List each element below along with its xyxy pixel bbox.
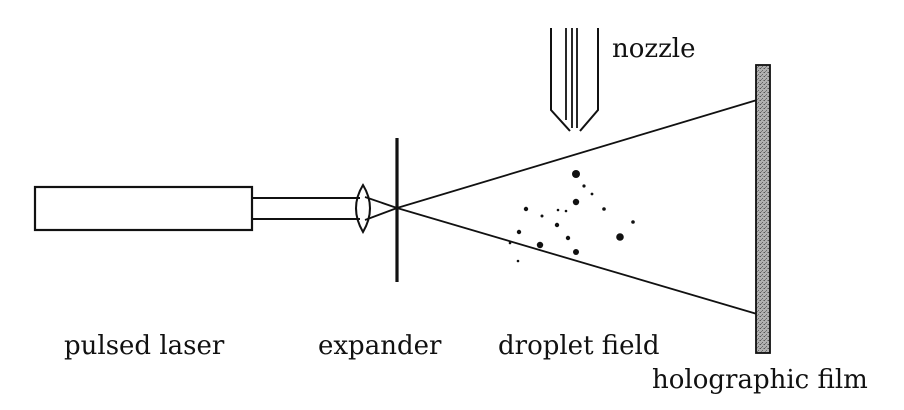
holographic-film-label: holographic film — [652, 365, 868, 395]
nozzle-label: nozzle — [612, 34, 696, 64]
laser-beam-tube — [252, 197, 360, 220]
holographic-film-plate — [755, 64, 771, 354]
pulsed-laser-body — [33, 185, 254, 232]
expander-lens — [355, 183, 371, 234]
focusing-rays — [364, 196, 398, 221]
nozzle — [550, 28, 599, 132]
droplet-field-label: droplet field — [498, 331, 660, 361]
diverging-beam — [396, 99, 758, 315]
pulsed-laser-label: pulsed laser — [64, 331, 225, 361]
droplet-field — [508, 170, 635, 263]
expander-label: expander — [318, 331, 442, 361]
